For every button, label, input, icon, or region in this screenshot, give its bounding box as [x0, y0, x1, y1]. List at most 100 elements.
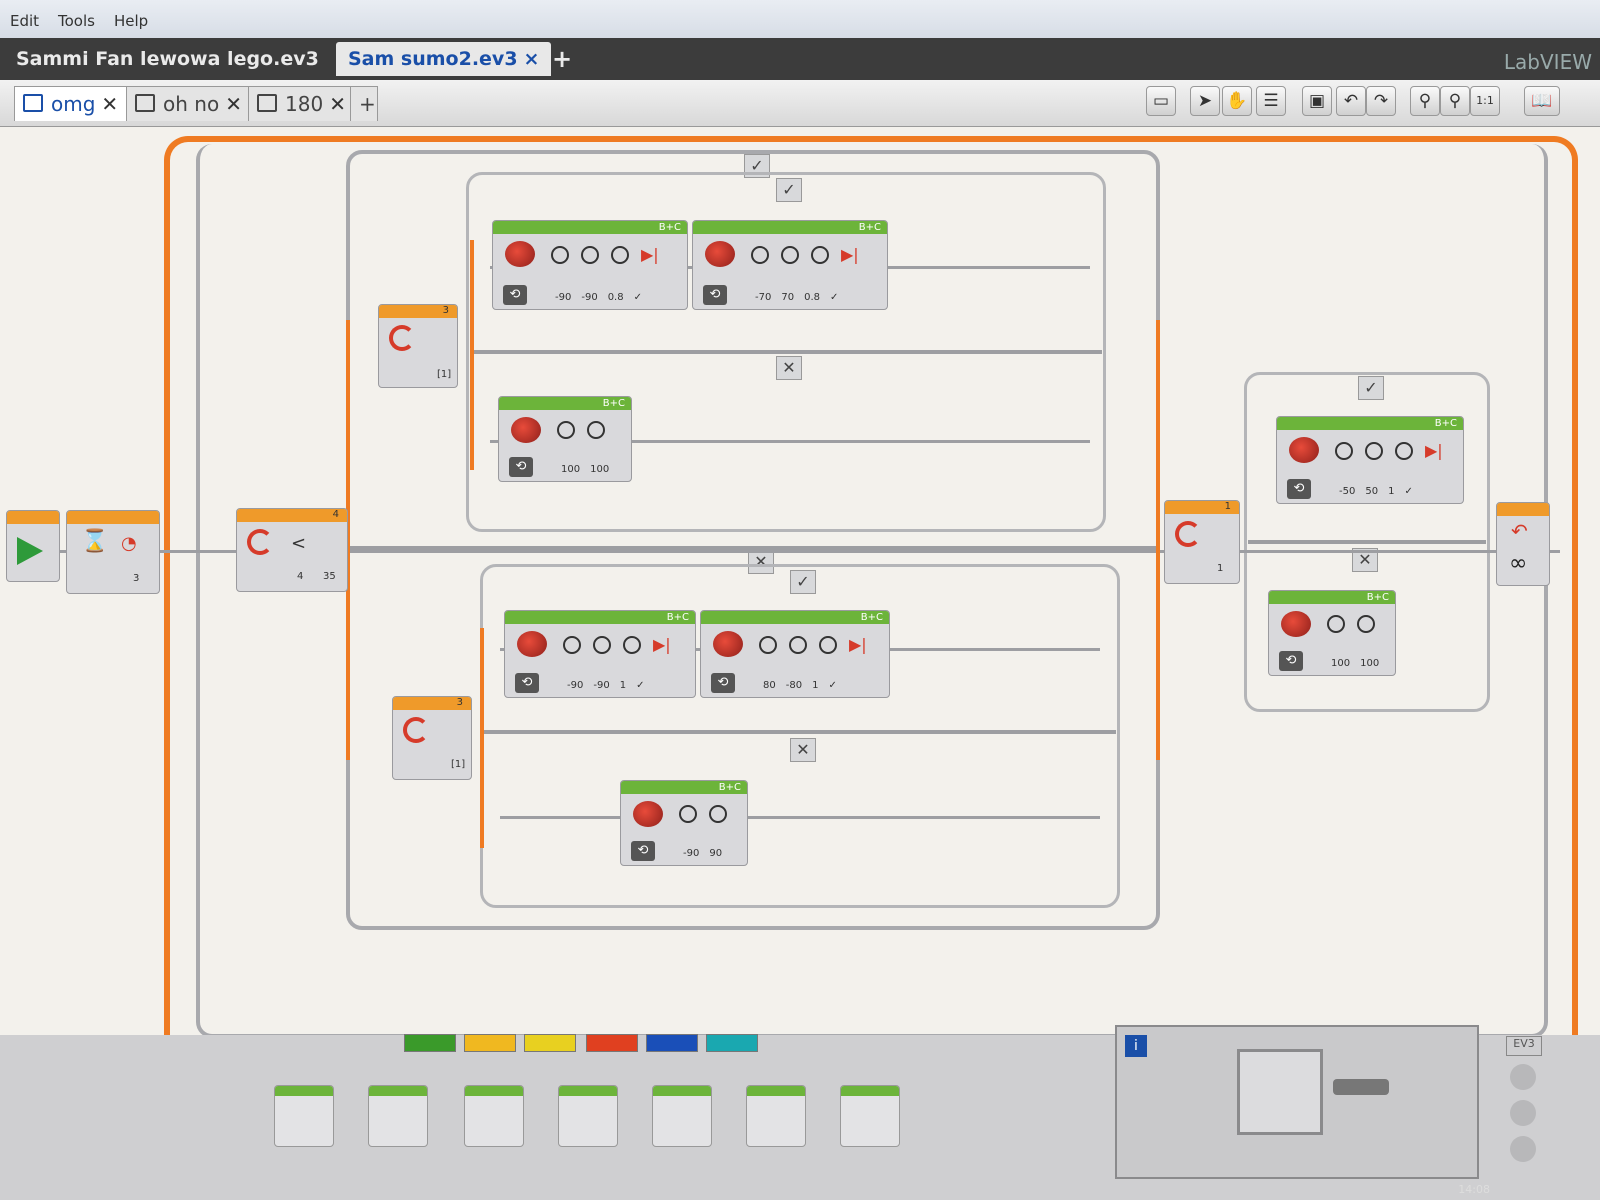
compare-operator[interactable]: < [291, 533, 307, 554]
motor-ports[interactable]: B+C [658, 222, 681, 233]
menu-help[interactable]: Help [114, 12, 149, 30]
tab-oh-no[interactable]: oh no✕ [126, 86, 251, 121]
motor-value[interactable]: 1 [812, 680, 819, 691]
save-icon[interactable]: ▣ [1302, 86, 1332, 116]
run-icon[interactable] [1510, 1100, 1536, 1126]
mode-icon[interactable]: ⟲ [515, 673, 539, 693]
close-icon[interactable]: × [523, 48, 540, 70]
move-tank-block[interactable]: B+C ⟲ 100 100 [1268, 590, 1396, 676]
start-block[interactable] [6, 510, 60, 582]
mode-icon[interactable]: ⟲ [503, 285, 527, 305]
motor-value[interactable]: -90 [581, 292, 598, 303]
motor-value[interactable]: -80 [785, 680, 803, 691]
case-false-icon[interactable]: ✕ [776, 356, 802, 380]
pan-icon[interactable]: ✋ [1222, 86, 1252, 116]
mode-icon[interactable]: ⟲ [1279, 651, 1303, 671]
move-tank-block[interactable]: B+C ⟲ -90 90 [620, 780, 748, 866]
motor-value[interactable]: -90 [555, 292, 572, 303]
motor-value[interactable]: -50 [1339, 486, 1356, 497]
move-tank-block[interactable] [558, 1085, 618, 1147]
mode-icon[interactable]: ⟲ [631, 841, 655, 861]
menu-tools[interactable]: Tools [58, 12, 95, 30]
content-editor-icon[interactable]: 📖 [1524, 86, 1560, 116]
tab-180[interactable]: 180✕ [248, 86, 355, 121]
motor-ports[interactable]: B+C [860, 612, 883, 623]
undo-icon[interactable]: ↶ [1336, 86, 1366, 116]
medium-motor-block[interactable] [274, 1085, 334, 1147]
motor-value[interactable]: -90 [567, 680, 584, 691]
switch-value[interactable]: 35 [323, 571, 336, 582]
redo-icon[interactable]: ↷ [1366, 86, 1396, 116]
motor-ports[interactable]: B+C [602, 398, 625, 409]
case-true-icon[interactable]: ✓ [790, 570, 816, 594]
mode-icon[interactable]: ⟲ [703, 285, 727, 305]
menu-edit[interactable]: Edit [10, 12, 40, 30]
palette-tab-action[interactable] [404, 1034, 456, 1052]
motor-value[interactable]: 70 [781, 292, 795, 303]
project-tab-sumo[interactable]: Sam sumo2.ev3× [336, 42, 552, 76]
display-block[interactable] [652, 1085, 712, 1147]
case-true-icon[interactable]: ✓ [1358, 376, 1384, 400]
zoom-reset-icon[interactable]: 1:1 [1470, 86, 1500, 116]
run-selected-icon[interactable] [1510, 1136, 1536, 1162]
switch-a-block[interactable]: 3 [1] [378, 304, 458, 388]
switch-value[interactable]: 4 [297, 571, 304, 582]
motor-value[interactable]: 100 [561, 464, 581, 475]
motor-value[interactable]: -90 [683, 848, 700, 859]
download-icon[interactable] [1510, 1064, 1536, 1090]
add-project-button[interactable]: + [552, 45, 573, 73]
motor-ports[interactable]: B+C [1366, 592, 1389, 603]
palette-tab-myblocks[interactable] [706, 1034, 758, 1052]
switch-b-block[interactable]: 3 [1] [392, 696, 472, 780]
close-icon[interactable]: ✕ [101, 92, 119, 116]
wait-timer-block[interactable]: ⌛ ◔ 3 [66, 510, 160, 594]
project-tab-sammi[interactable]: Sammi Fan lewowa lego.ev3 [4, 42, 331, 76]
palette-tab-data[interactable] [586, 1034, 638, 1052]
loop-end-block[interactable]: ↶ ∞ [1496, 502, 1550, 586]
sound-block[interactable] [746, 1085, 806, 1147]
comment-icon[interactable]: ☰ [1256, 86, 1286, 116]
motor-value[interactable]: 90 [709, 848, 723, 859]
mode-icon[interactable]: ⟲ [509, 457, 533, 477]
motor-ports[interactable]: B+C [858, 222, 881, 233]
large-motor-block[interactable] [368, 1085, 428, 1147]
palette-tab-advanced[interactable] [646, 1034, 698, 1052]
motor-value[interactable]: 80 [763, 680, 776, 691]
port-number[interactable]: 3 [456, 697, 463, 708]
page-icon[interactable]: ▭ [1146, 86, 1176, 116]
motor-ports[interactable]: B+C [718, 782, 741, 793]
motor-value[interactable]: 100 [1331, 658, 1351, 669]
motor-value[interactable]: -70 [755, 292, 772, 303]
mode-icon[interactable]: ⟲ [1287, 479, 1311, 499]
zoom-in-icon[interactable]: ⚲ [1440, 86, 1470, 116]
case-true-icon[interactable]: ✓ [776, 178, 802, 202]
close-icon[interactable]: ✕ [225, 92, 242, 116]
add-program-button[interactable]: + [350, 86, 378, 121]
info-icon[interactable]: i [1125, 1035, 1147, 1057]
case-false-icon[interactable]: ✕ [790, 738, 816, 762]
motor-value[interactable]: 0.8 [804, 292, 820, 303]
timer-value[interactable]: 3 [133, 573, 140, 584]
palette-tab-sensor[interactable] [524, 1034, 576, 1052]
mode-icon[interactable]: ⟲ [711, 673, 735, 693]
motor-value[interactable]: 50 [1365, 486, 1379, 497]
motor-value[interactable]: 1 [1388, 486, 1395, 497]
motor-ports[interactable]: B+C [666, 612, 689, 623]
port-number[interactable]: 4 [332, 509, 339, 520]
switch-right-block[interactable]: 1 1 [1164, 500, 1240, 584]
close-icon[interactable]: ✕ [329, 92, 346, 116]
port-number[interactable]: 1 [1224, 501, 1231, 512]
palette-tab-flow[interactable] [464, 1034, 516, 1052]
switch-value[interactable]: 1 [1217, 563, 1224, 574]
motor-ports[interactable]: B+C [1434, 418, 1457, 429]
switch-main-block[interactable]: 4 < 4 35 [236, 508, 348, 592]
hardware-page[interactable]: i [1115, 1025, 1479, 1179]
motor-value[interactable]: 100 [1360, 658, 1380, 669]
motor-value[interactable]: 1 [619, 680, 627, 691]
